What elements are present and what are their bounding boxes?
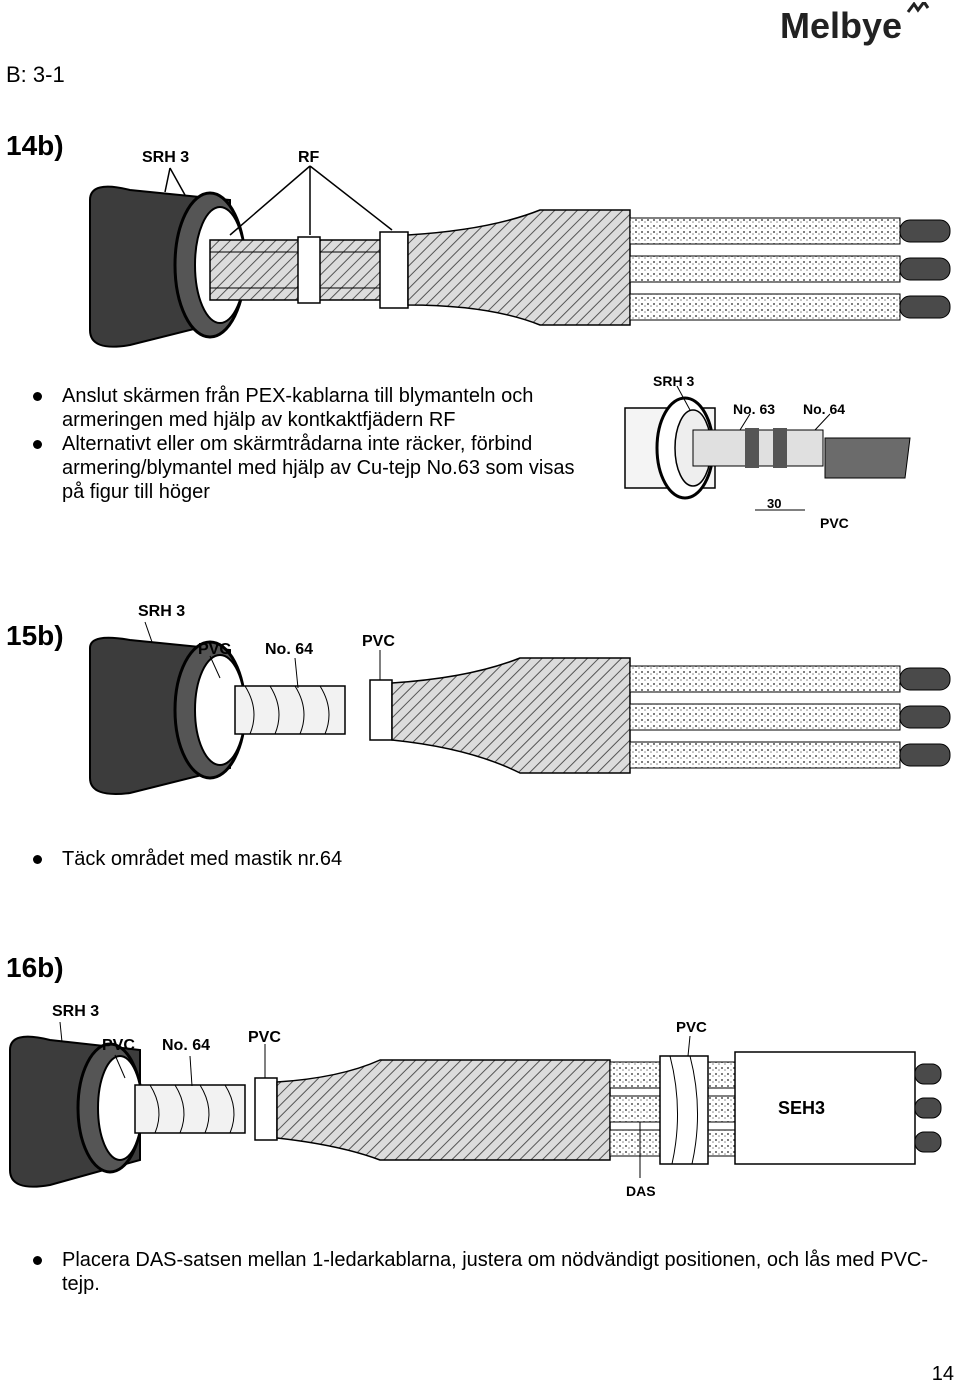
label-rf-14b: RF [298, 149, 320, 166]
bullet-list-15b: Täck området med mastik nr.64 [0, 847, 600, 871]
label-no64-15b: No. 64 [265, 641, 313, 658]
step-heading-15b: 15b) [6, 620, 64, 651]
label-srh3-14b: SRH 3 [142, 149, 189, 166]
label-pvc-mid-16b: PVC [248, 1029, 281, 1046]
page-number: 14 [931, 1363, 954, 1385]
label-pvc-side: PVC [820, 515, 849, 531]
cable-figure-14b: SRH 3 RF [89, 149, 951, 348]
cable-figure-16b: SRH 3 PVC No. 64 PVC PVC SEH3 DAS [9, 1003, 942, 1199]
bullet-item: Anslut skärmen från PEX-kablarna till bl… [0, 384, 600, 432]
label-pvc-left-16b: PVC [102, 1037, 135, 1054]
label-seh3-16b: SEH3 [778, 1098, 825, 1118]
bullet-item: Alternativt eller om skärmtrådarna inte … [0, 432, 600, 504]
step-heading-16b: 16b) [6, 952, 64, 983]
bullet-list-16b: Placera DAS-satsen mellan 1-ledarkablarn… [0, 1248, 950, 1296]
label-pvc-top-16b: PVC [676, 1019, 707, 1036]
melbye-logo: Melbye [780, 2, 930, 46]
label-no63-side: No. 63 [733, 401, 775, 417]
bullet-item: Placera DAS-satsen mellan 1-ledarkablarn… [0, 1248, 950, 1296]
label-das-16b: DAS [626, 1183, 656, 1199]
label-pvc-left-15b: PVC [198, 641, 231, 658]
label-30-side: 30 [767, 496, 781, 511]
side-figure-14b: SRH 3 No. 63 No. 64 30 PVC [624, 373, 911, 531]
label-srh3-15b: SRH 3 [138, 603, 185, 620]
page-reference: B: 3-1 [6, 62, 65, 87]
bullet-item: Täck området med mastik nr.64 [0, 847, 600, 871]
label-no64-16b: No. 64 [162, 1037, 210, 1054]
label-no64-side: No. 64 [803, 401, 845, 417]
label-pvc-right-15b: PVC [362, 633, 395, 650]
label-srh3-16b: SRH 3 [52, 1003, 99, 1020]
logo-text: Melbye [780, 5, 902, 46]
step-heading-14b: 14b) [6, 130, 64, 161]
cable-figure-15b: SRH 3 PVC No. 64 PVC [89, 603, 951, 795]
bullet-list-14b: Anslut skärmen från PEX-kablarna till bl… [0, 384, 600, 504]
label-srh3-side: SRH 3 [653, 373, 694, 389]
